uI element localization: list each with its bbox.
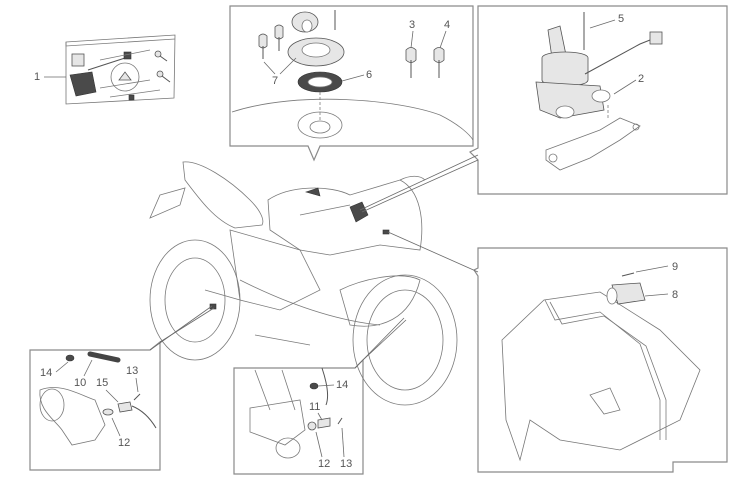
svg-text:9: 9 xyxy=(672,261,678,273)
svg-text:11: 11 xyxy=(309,401,320,413)
callout-7: 7 xyxy=(263,57,297,87)
callout-15: 15 xyxy=(96,377,119,403)
fuel-cap-panel xyxy=(229,5,474,162)
rear-sensor-panel xyxy=(29,340,161,471)
svg-text:10: 10 xyxy=(74,377,86,389)
svg-text:5: 5 xyxy=(618,13,624,25)
motorcycle-illustration xyxy=(149,161,458,406)
callout-12-front: 12 xyxy=(315,431,330,470)
svg-text:6: 6 xyxy=(366,69,372,81)
svg-text:4: 4 xyxy=(444,19,450,31)
svg-text:13: 13 xyxy=(126,365,138,377)
callout-13-rear: 13 xyxy=(126,365,139,393)
svg-text:1: 1 xyxy=(34,71,40,83)
callout-6: 6 xyxy=(341,69,372,82)
svg-text:14: 14 xyxy=(336,379,348,391)
leader-lines xyxy=(149,154,479,369)
callout-8: 8 xyxy=(644,289,678,301)
callout-14-rear: 14 xyxy=(40,361,69,379)
callout-2: 2 xyxy=(613,73,644,95)
callout-11: 11 xyxy=(309,401,323,421)
svg-text:14: 14 xyxy=(40,367,52,379)
svg-text:8: 8 xyxy=(672,289,678,301)
callout-13-front: 13 xyxy=(340,427,352,470)
svg-text:12: 12 xyxy=(118,437,130,449)
callout-1: 1 xyxy=(34,71,66,83)
callout-3: 3 xyxy=(409,19,415,49)
callout-9: 9 xyxy=(635,261,678,273)
callout-5: 5 xyxy=(589,13,624,29)
seat-lock-panel xyxy=(473,247,728,473)
callout-12-rear: 12 xyxy=(111,417,130,449)
svg-text:12: 12 xyxy=(318,458,330,470)
svg-text:3: 3 xyxy=(409,19,415,31)
callout-14-front: 14 xyxy=(317,379,348,391)
kit-package-illustration xyxy=(65,34,176,105)
svg-text:13: 13 xyxy=(340,458,352,470)
svg-text:2: 2 xyxy=(638,73,644,85)
svg-text:7: 7 xyxy=(272,75,278,87)
callout-10: 10 xyxy=(74,359,93,389)
ignition-switch-panel xyxy=(468,5,728,195)
callout-4: 4 xyxy=(439,19,450,49)
svg-text:15: 15 xyxy=(96,377,108,389)
front-sensor-panel xyxy=(233,358,364,475)
